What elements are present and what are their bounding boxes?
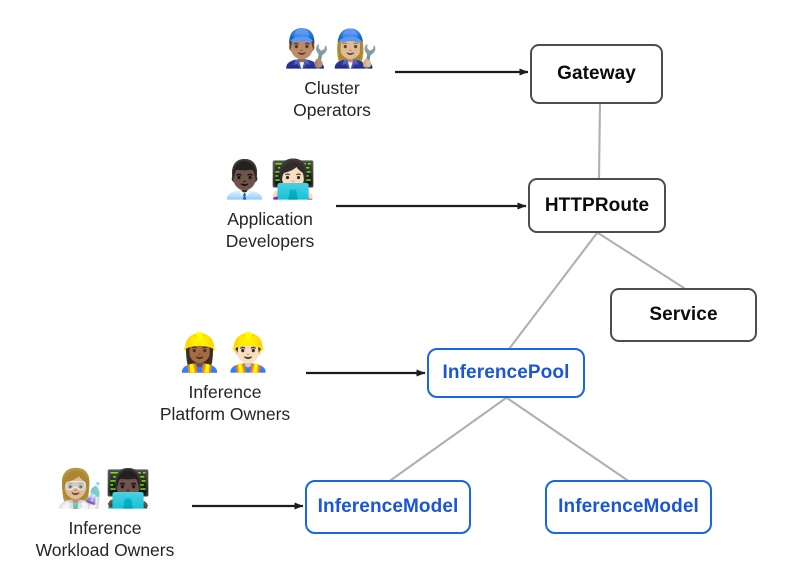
node-gateway[interactable]: Gateway <box>530 44 663 104</box>
node-inferencemodel-2-label: InferenceModel <box>558 496 699 518</box>
node-service[interactable]: Service <box>610 288 757 342</box>
persona-cluster-operators-label: Cluster Operators <box>217 78 447 122</box>
persona-cluster-operators-label-line2: Operators <box>293 99 371 120</box>
persona-application-developers-label: Application Developers <box>155 209 385 253</box>
persona-inference-platform-owners-label: Inference Platform Owners <box>110 382 340 426</box>
node-inferencemodel-1-label: InferenceModel <box>317 496 459 518</box>
persona-inference-platform-owners-label-line2: Platform Owners <box>159 403 291 424</box>
node-inferencepool-label: InferencePool <box>442 362 570 384</box>
persona-inference-workload-owners-label-line2: Workload Owners <box>35 539 175 560</box>
scientist-technologist-pair-icon: 👩🏼‍🔬👨🏿‍💻 <box>56 468 154 509</box>
node-inferencepool[interactable]: InferencePool <box>427 348 585 398</box>
node-inferencemodel-1[interactable]: InferenceModel <box>305 480 471 534</box>
persona-inference-workload-owners-label: Inference Workload Owners <box>0 518 220 562</box>
node-httproute-label: HTTPRoute <box>544 194 650 216</box>
edge-httproute-inferencepool <box>507 231 599 351</box>
mechanic-pair-icon: 👨🏽‍🔧👩🏼‍🔧 <box>283 28 381 69</box>
persona-application-developers-label-line1: Application <box>227 209 313 229</box>
persona-inference-workload-owners: 👩🏼‍🔬👨🏿‍💻 Inference Workload Owners <box>0 470 220 562</box>
persona-inference-workload-owners-label-line1: Inference <box>68 518 142 538</box>
construction-worker-pair-icon: 👷🏾‍♀️👷🏻‍♂️ <box>176 332 274 373</box>
edge-inferencepool-inferencemodel-2 <box>505 396 629 482</box>
node-httproute[interactable]: HTTPRoute <box>528 178 666 233</box>
office-worker-technologist-pair-icon: 👨🏿‍💼👩🏻‍💻 <box>221 159 319 200</box>
node-inferencemodel-2[interactable]: InferenceModel <box>545 480 712 534</box>
persona-cluster-operators-label-line1: Cluster <box>304 78 360 98</box>
persona-cluster-operators: 👨🏽‍🔧👩🏼‍🔧 Cluster Operators <box>217 30 447 122</box>
node-gateway-label: Gateway <box>557 63 636 85</box>
edge-inferencepool-inferencemodel-1 <box>389 396 508 482</box>
node-service-label: Service <box>649 304 718 326</box>
persona-application-developers-label-line2: Developers <box>225 230 315 251</box>
edge-httproute-service <box>596 231 686 290</box>
edge-gateway-httproute <box>597 102 602 180</box>
persona-inference-platform-owners-label-line1: Inference <box>188 382 262 402</box>
persona-application-developers: 👨🏿‍💼👩🏻‍💻 Application Developers <box>155 161 385 253</box>
persona-inference-platform-owners: 👷🏾‍♀️👷🏻‍♂️ Inference Platform Owners <box>110 334 340 426</box>
